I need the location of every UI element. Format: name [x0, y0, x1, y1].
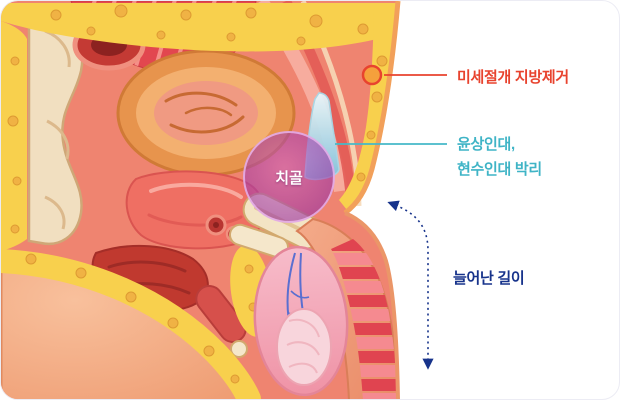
colon-shading: [44, 195, 66, 230]
label-ligament-line1: 윤상인대,: [457, 136, 515, 153]
intestine-fold: [169, 115, 245, 134]
fat-removal-target: [361, 64, 383, 86]
pelvic-floor-texture: [107, 260, 187, 273]
testicle-texture: [288, 362, 318, 374]
label-length-text: 늘어난 길이: [453, 270, 525, 287]
fat-layer-left: [1, 21, 27, 251]
label-fat-removal-text: 미세절개 지방제거: [457, 69, 569, 86]
label-fat-removal: 미세절개 지방제거: [457, 66, 569, 87]
pubic-bone-highlight: 치골: [243, 131, 335, 223]
intestine-core: [154, 81, 258, 145]
skin-outline: [343, 1, 401, 215]
label-ligament-line2: 현수인대 박리: [457, 161, 542, 178]
pubic-bone-label: 치골: [275, 169, 303, 187]
colon-shading: [46, 119, 70, 160]
intestine-fold: [164, 91, 238, 107]
testicle-texture: [288, 318, 320, 338]
intestine-fold: [184, 106, 233, 117]
bladder-highlight: [149, 182, 243, 199]
bladder-shade: [147, 213, 243, 227]
label-length: 늘어난 길이: [453, 267, 525, 288]
label-ligament: 윤상인대, 현수인대 박리: [457, 132, 542, 182]
vessel-lumen: [213, 222, 219, 228]
testicle-texture: [286, 341, 320, 356]
anus: [230, 340, 248, 358]
rectum-tube: [195, 284, 247, 343]
scrotum-vein: [290, 290, 310, 299]
